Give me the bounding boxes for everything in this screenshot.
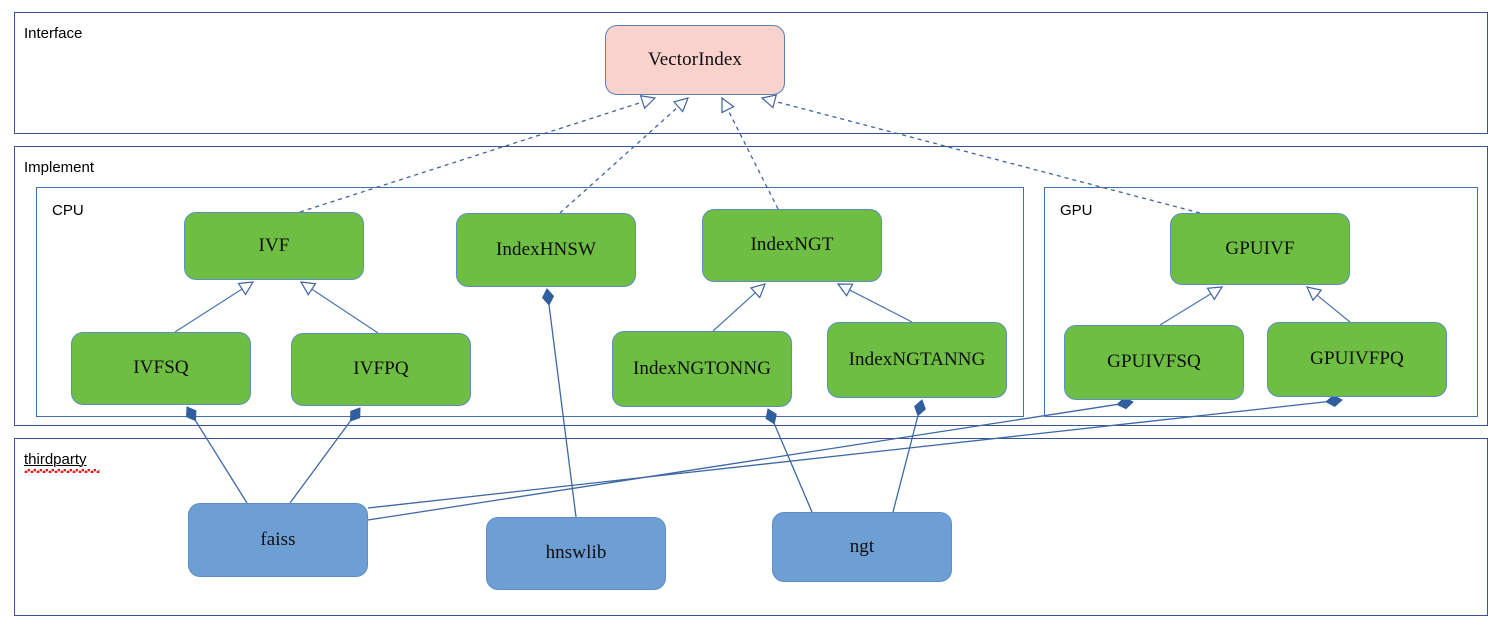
- node-label-indexhnsw: IndexHNSW: [495, 238, 597, 260]
- node-ivfsq[interactable]: IVFSQ: [71, 332, 251, 405]
- node-indexngtanng[interactable]: IndexNGTANNG: [827, 322, 1007, 398]
- node-label-ivfsq: IVFSQ: [133, 357, 189, 379]
- group-label-cpu: CPU: [52, 202, 84, 219]
- node-label-faiss: faiss: [260, 528, 296, 550]
- node-vectorindex[interactable]: VectorIndex: [605, 25, 785, 95]
- node-ivf[interactable]: IVF: [184, 212, 364, 280]
- node-ivfpq[interactable]: IVFPQ: [291, 333, 471, 406]
- group-label-thirdparty: thirdparty: [24, 451, 87, 468]
- node-label-ngt: ngt: [849, 535, 875, 557]
- node-indexhnsw[interactable]: IndexHNSW: [456, 213, 636, 287]
- node-gpuivfpq[interactable]: GPUIVFPQ: [1267, 322, 1447, 397]
- node-gpuivfsq[interactable]: GPUIVFSQ: [1064, 325, 1244, 400]
- node-ngt[interactable]: ngt: [772, 512, 952, 582]
- node-label-vectorindex: VectorIndex: [648, 48, 742, 70]
- spellcheck-underline-thirdparty: [24, 469, 100, 473]
- node-label-ivfpq: IVFPQ: [353, 358, 409, 380]
- node-label-gpuivfpq: GPUIVFPQ: [1310, 348, 1404, 370]
- node-label-gpuivf: GPUIVF: [1225, 237, 1295, 259]
- node-hnswlib[interactable]: hnswlib: [486, 517, 666, 590]
- node-label-indexngtonng: IndexNGTONNG: [632, 357, 772, 379]
- node-label-gpuivfsq: GPUIVFSQ: [1107, 351, 1201, 373]
- node-label-indexngtanng: IndexNGTANNG: [848, 348, 986, 370]
- group-label-implement: Implement: [24, 159, 95, 176]
- node-label-ivf: IVF: [258, 234, 290, 256]
- node-label-indexngt: IndexNGT: [750, 234, 834, 256]
- node-gpuivf[interactable]: GPUIVF: [1170, 213, 1350, 285]
- group-label-gpu: GPU: [1060, 202, 1093, 219]
- node-indexngtonng[interactable]: IndexNGTONNG: [612, 331, 792, 407]
- node-indexngt[interactable]: IndexNGT: [702, 209, 882, 282]
- node-faiss[interactable]: faiss: [188, 503, 368, 577]
- group-label-interface: Interface: [24, 25, 83, 42]
- node-label-hnswlib: hnswlib: [545, 542, 607, 564]
